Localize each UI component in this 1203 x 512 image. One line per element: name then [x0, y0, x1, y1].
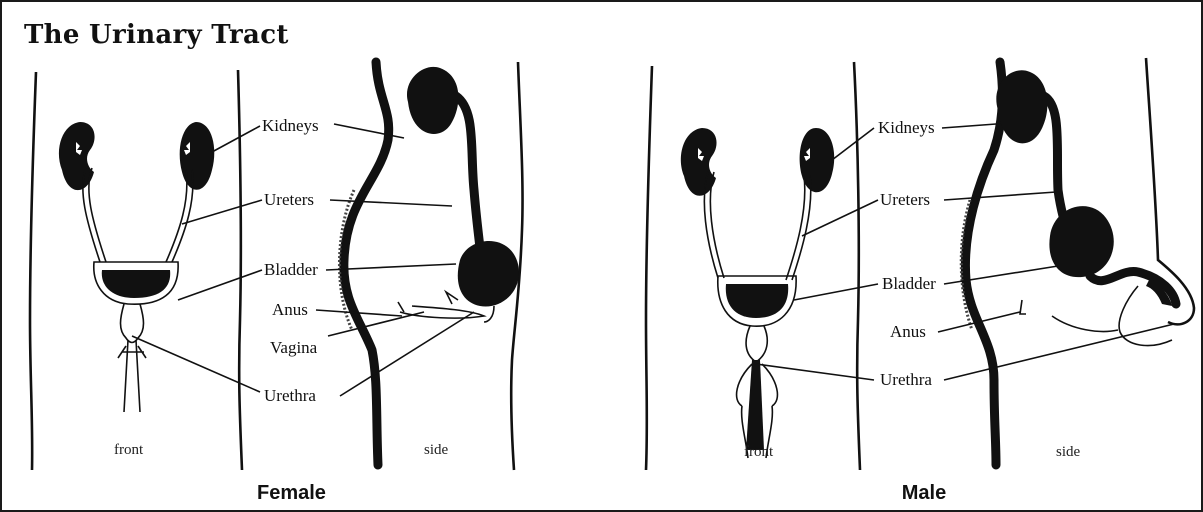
female-front-organs	[59, 122, 214, 412]
female-side-kidney	[407, 67, 458, 134]
male-side-label: side	[1056, 444, 1081, 460]
female-urethra-label: Urethra	[264, 386, 316, 405]
female-side-organs	[398, 67, 519, 322]
male-side-bladder	[1049, 206, 1113, 277]
female-anus-label: Anus	[272, 300, 308, 319]
female-front-bladder	[102, 270, 170, 298]
female-side-anus	[400, 306, 484, 318]
female-front-label: front	[114, 442, 144, 458]
female-side-label: side	[424, 442, 449, 458]
male-bladder-label: Bladder	[882, 274, 936, 293]
male-side-kidney	[996, 70, 1047, 143]
male-front-bladder	[726, 284, 788, 318]
male-front-label: front	[744, 444, 774, 460]
male-ureters-label: Ureters	[880, 190, 930, 209]
female-labels: Kidneys Ureters Bladder Anus Vagina Uret…	[114, 116, 449, 504]
female-front-urethra	[124, 340, 140, 412]
female-kidneys-label: Kidneys	[262, 116, 319, 135]
male-labels: Kidneys Ureters Bladder Anus Urethra fro…	[744, 118, 1081, 504]
female-bladder-label: Bladder	[264, 260, 318, 279]
female-caption: Female	[257, 482, 326, 504]
female-ureters-label: Ureters	[264, 190, 314, 209]
male-caption: Male	[902, 482, 946, 504]
male-front-right-ureter	[792, 176, 811, 280]
female-vagina-label: Vagina	[270, 338, 318, 357]
female-front-right-kidney	[180, 122, 215, 190]
male-side-anus	[1020, 300, 1026, 314]
male-anus-label: Anus	[890, 322, 926, 341]
male-side-ureter	[1044, 96, 1064, 220]
male-front-organs	[681, 128, 834, 458]
male-panel: Kidneys Ureters Bladder Anus Urethra fro…	[646, 58, 1194, 504]
female-side-ureter	[456, 96, 480, 248]
female-panel: Kidneys Ureters Bladder Anus Vagina Uret…	[30, 62, 523, 504]
female-side-bladder	[458, 241, 519, 307]
male-kidneys-label: Kidneys	[878, 118, 935, 137]
male-urethra-label: Urethra	[880, 370, 932, 389]
